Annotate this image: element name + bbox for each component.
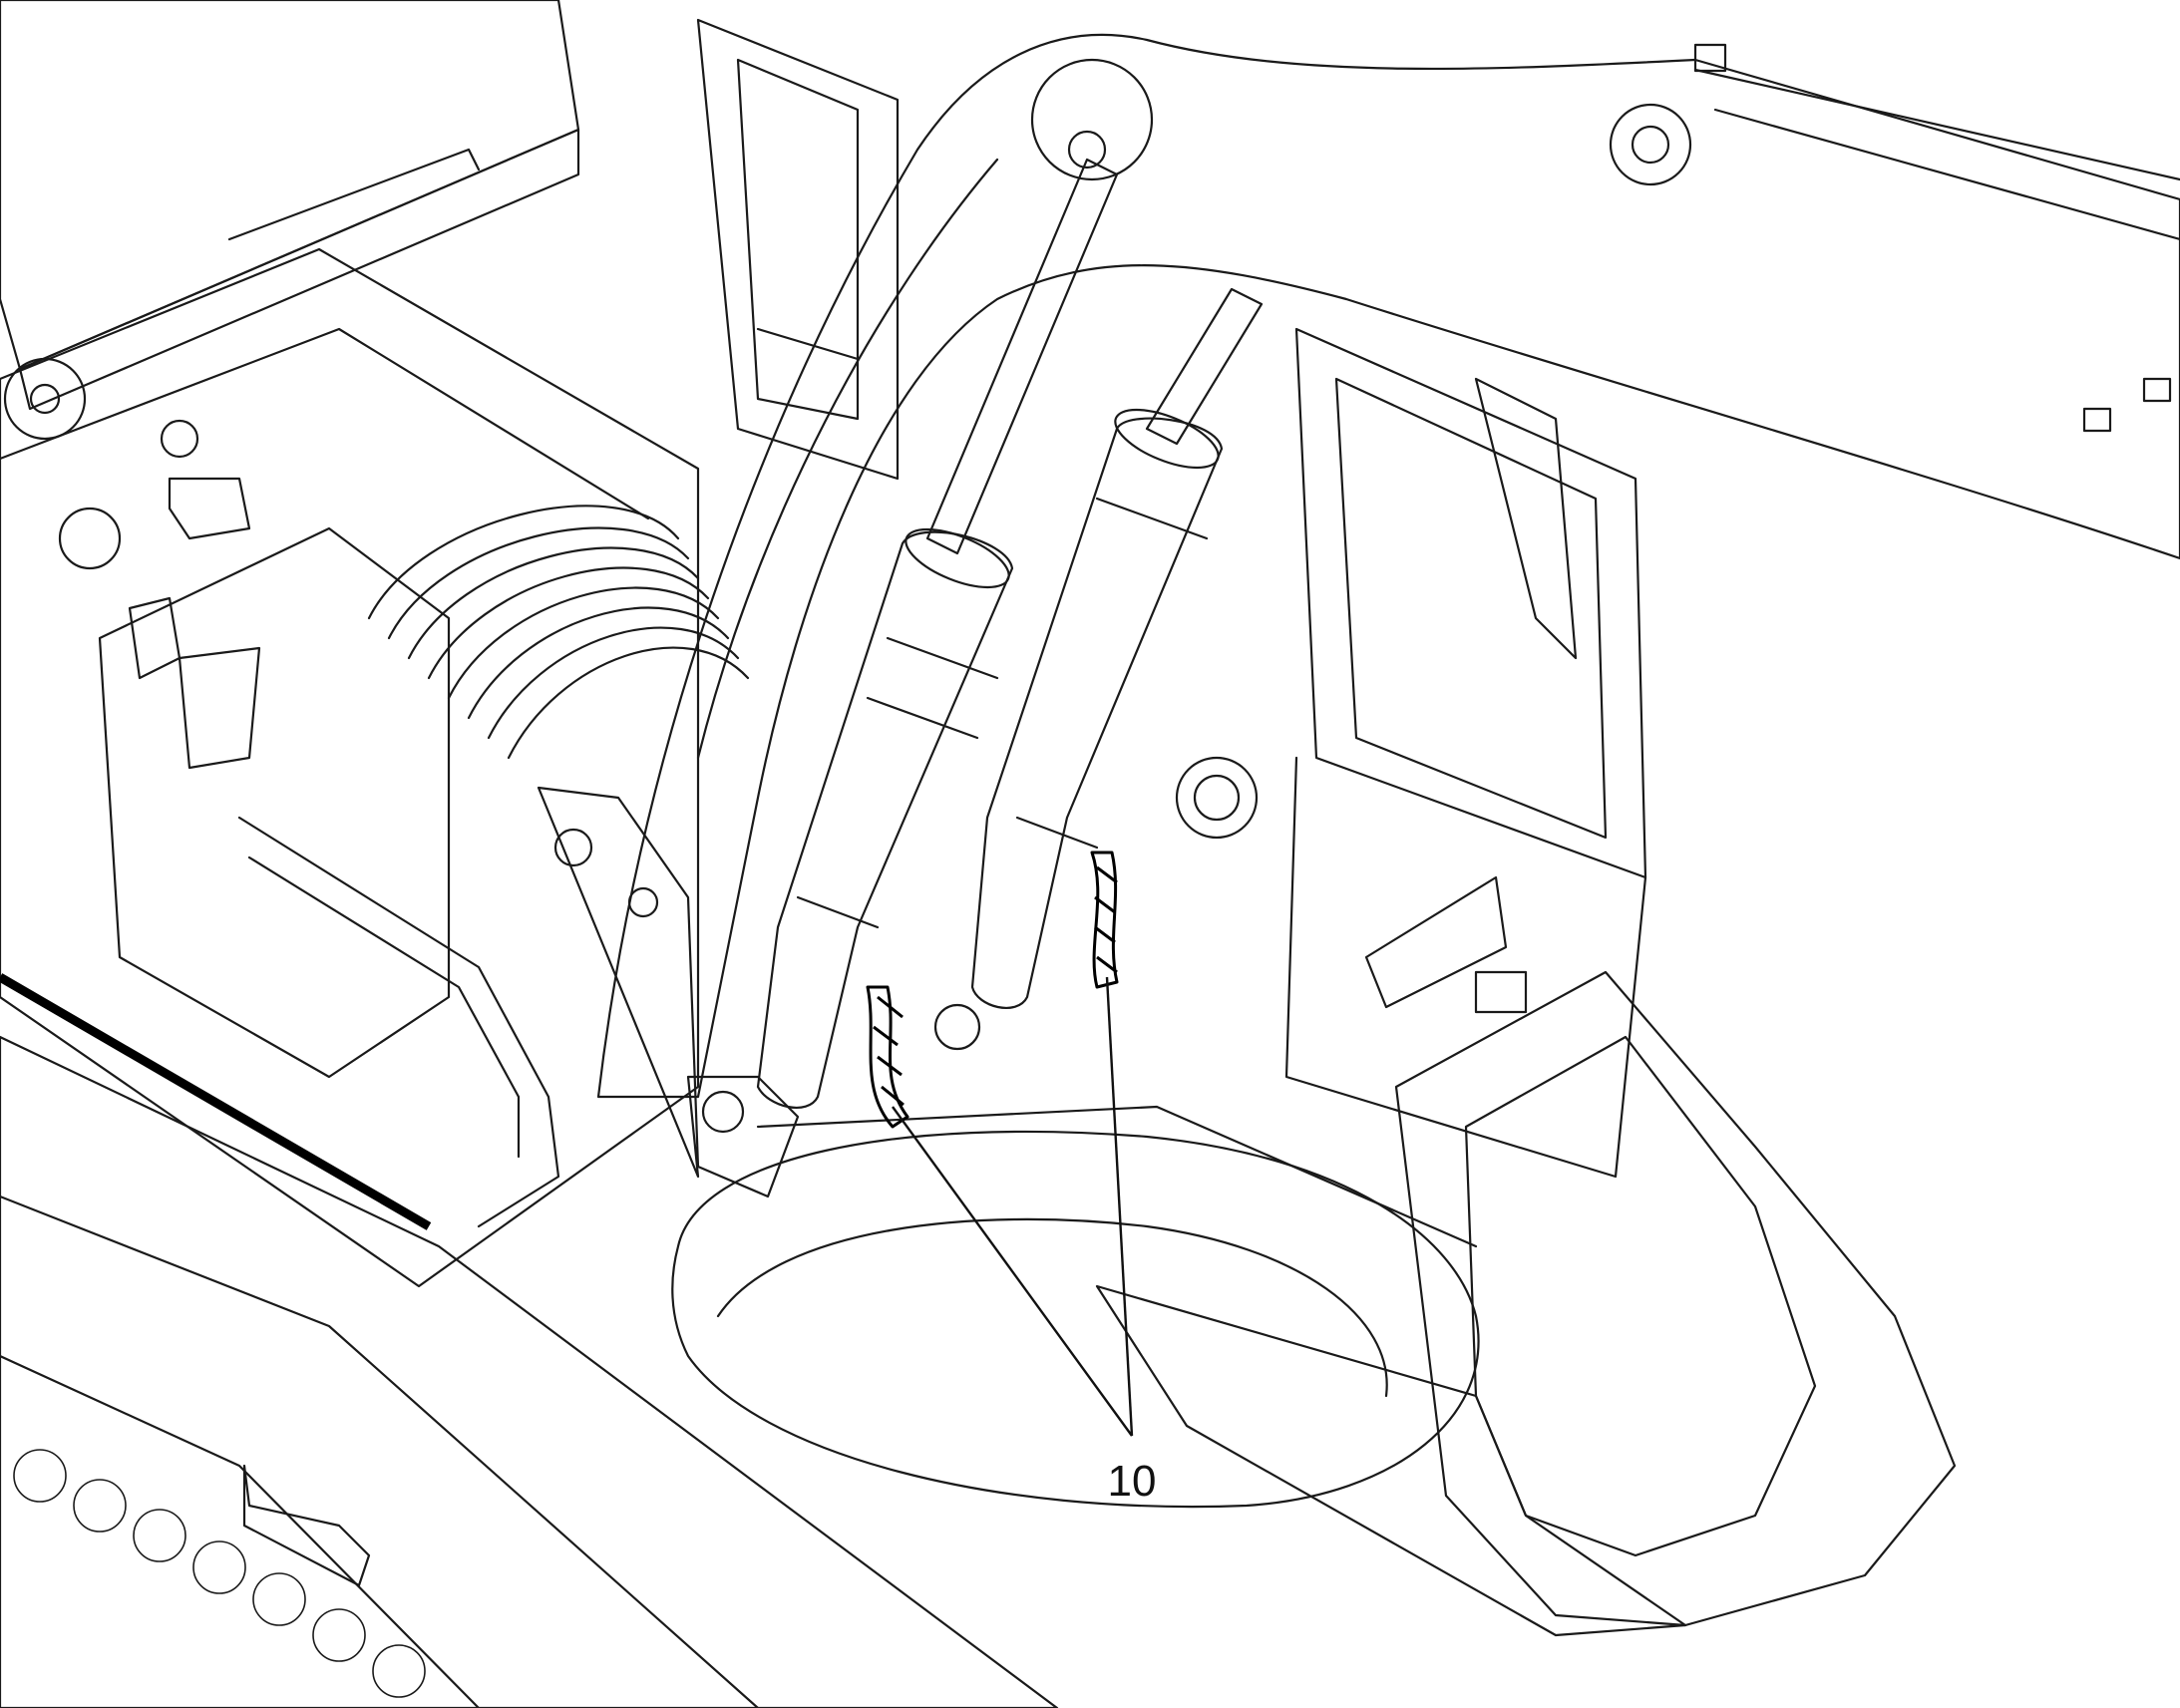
upper-structure — [0, 247, 700, 1288]
hydraulic-hose-assemblies — [866, 851, 1119, 1129]
boom-pivot-bracket — [537, 786, 981, 1198]
left-crawler-track — [0, 1035, 1059, 1708]
undercarriage-frame — [671, 1105, 1480, 1509]
right-crawler-track — [1095, 970, 1957, 1637]
cab-frame — [696, 18, 1647, 1179]
leader-line-right — [1105, 976, 1134, 1437]
boom — [596, 33, 2180, 1099]
radiator-grille — [0, 0, 580, 411]
callout-label: 10 — [1108, 1457, 1157, 1506]
leader-line-left — [892, 1106, 1133, 1437]
coiled-hoses — [367, 505, 750, 760]
callout-10: 10 — [892, 976, 1157, 1506]
lift-cylinder-right — [970, 287, 1264, 1009]
lift-cylinder-left — [756, 158, 1119, 1109]
